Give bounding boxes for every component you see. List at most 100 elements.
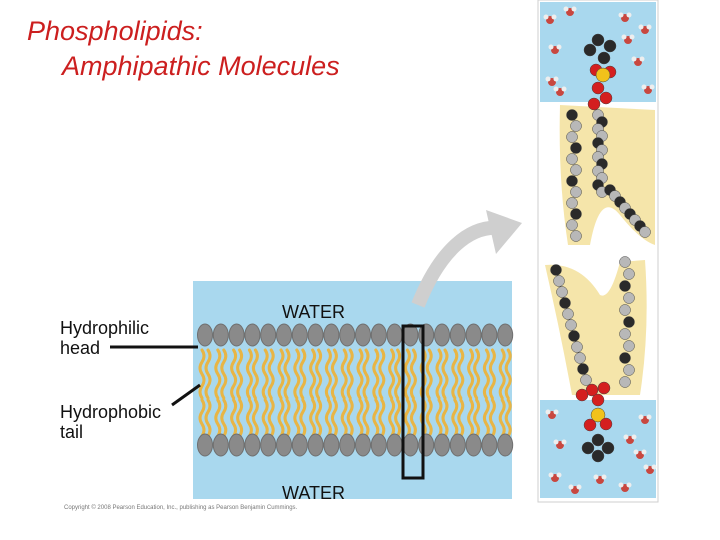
tail-chain <box>251 348 259 400</box>
atom <box>566 153 578 165</box>
atom <box>568 330 580 342</box>
water-hydrogen <box>553 439 559 445</box>
head-group <box>228 323 245 347</box>
atom <box>566 175 578 187</box>
phospholipid-atoms <box>550 33 651 463</box>
tail-chain <box>498 348 506 400</box>
water-hydrogen <box>556 472 562 478</box>
tail-chain <box>293 348 301 400</box>
hydrophilic-label-line1: Hydrophilic <box>60 318 150 338</box>
tail-chain <box>261 348 269 400</box>
head-group <box>386 323 403 347</box>
atom <box>599 417 613 431</box>
water-hydrogen <box>553 86 559 92</box>
tail-chain <box>220 348 228 400</box>
head-group <box>307 433 324 457</box>
water-hydrogen <box>568 484 574 490</box>
water-hydrogen <box>646 24 652 30</box>
atom <box>597 381 611 395</box>
atom <box>587 97 601 111</box>
water-hydrogen <box>623 434 629 440</box>
tail-chain <box>283 348 291 400</box>
hydrophobic-tail-label: Hydrophobic tail <box>60 402 161 442</box>
water-hydrogen <box>543 14 549 20</box>
head-group <box>434 433 450 457</box>
atom <box>566 109 578 121</box>
atom <box>570 186 582 198</box>
head-group <box>449 323 466 347</box>
water-hydrogen <box>633 449 639 455</box>
water-hydrogen <box>601 474 607 480</box>
tail-chain <box>441 348 449 400</box>
arrow-head-icon <box>486 210 522 254</box>
water-region <box>193 281 512 499</box>
head-group <box>497 323 514 347</box>
atom <box>566 197 578 209</box>
atom <box>577 363 589 375</box>
water-hydrogen <box>641 84 647 90</box>
water-hydrogen <box>651 464 657 470</box>
tail-chain <box>330 348 338 400</box>
water-hydrogen <box>545 409 551 415</box>
tail-chain <box>299 348 307 400</box>
water-label-bottom: WATER <box>282 483 345 503</box>
tail-chain <box>488 348 496 400</box>
tail-chain <box>362 348 370 400</box>
water-hydrogen <box>551 14 557 20</box>
atom <box>619 304 631 316</box>
head-group <box>465 433 482 457</box>
highlight-box <box>401 324 425 480</box>
water-hydrogen <box>561 86 567 92</box>
atom <box>583 418 597 432</box>
tail-chain <box>403 348 411 400</box>
head-group <box>339 323 356 347</box>
tail-pointer-line <box>171 383 201 407</box>
hydrophobic-label-line2: tail <box>60 422 84 442</box>
head-group <box>402 433 419 457</box>
head-group <box>197 433 213 457</box>
atom <box>570 164 582 176</box>
water-hydrogen <box>626 12 632 18</box>
tail-chain <box>214 348 222 400</box>
atom <box>623 364 635 376</box>
water-hydrogen <box>576 484 582 490</box>
atom <box>619 376 631 388</box>
atom <box>591 393 605 407</box>
water-molecules <box>543 6 657 494</box>
head-group <box>481 323 498 347</box>
water-hydrogen <box>631 434 637 440</box>
tail-chain <box>340 348 348 400</box>
head-group <box>228 433 245 457</box>
water-hydrogen <box>593 474 599 480</box>
atom <box>591 33 605 47</box>
atom <box>580 374 592 386</box>
atom <box>553 275 565 287</box>
water-hydrogen <box>646 414 652 420</box>
water-hydrogen <box>643 464 649 470</box>
atom <box>591 433 605 447</box>
water-hydrogen <box>556 44 562 50</box>
tail-chain <box>315 348 323 400</box>
atom <box>565 319 577 331</box>
space-filling-model-panel <box>537 0 659 503</box>
head-group <box>481 433 498 457</box>
atom <box>591 449 605 463</box>
head-group <box>434 323 450 347</box>
water-hydrogen <box>649 84 655 90</box>
atom <box>603 39 617 53</box>
head-group <box>418 433 435 457</box>
water-hydrogen <box>618 12 624 18</box>
water-hydrogen <box>621 34 627 40</box>
head-group <box>291 433 308 457</box>
atom <box>559 297 571 309</box>
atom <box>583 43 597 57</box>
title-line-2: Amphipathic Molecules <box>62 51 340 81</box>
tail-chain <box>425 348 433 400</box>
water-hydrogen <box>553 409 559 415</box>
atom <box>623 316 635 328</box>
head-group <box>276 323 292 347</box>
atom <box>595 67 611 83</box>
atom <box>591 81 605 95</box>
head-group <box>307 323 324 347</box>
atom <box>550 264 562 276</box>
